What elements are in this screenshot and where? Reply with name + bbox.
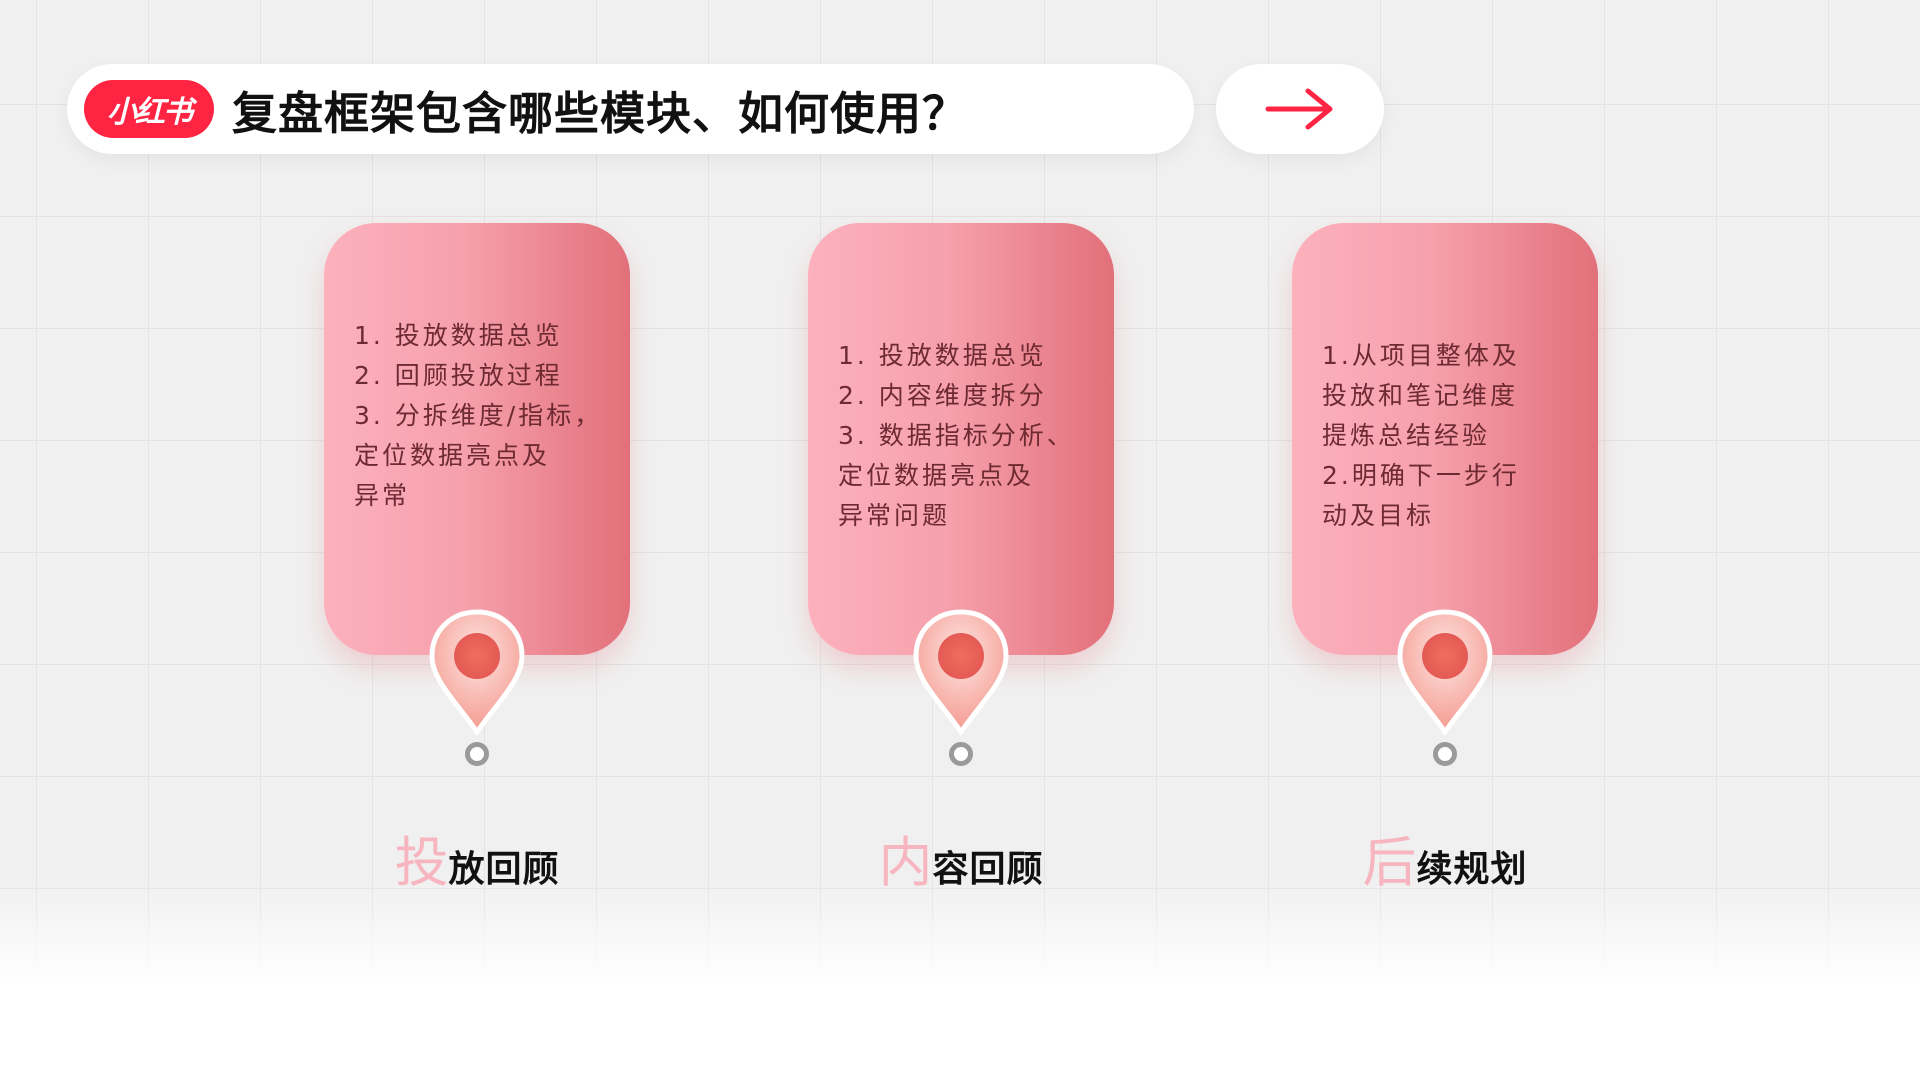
module-title-rest: 续规划 bbox=[1416, 849, 1528, 890]
module-title: 投放回顾 bbox=[324, 833, 630, 893]
card-line: 投放和笔记维度 bbox=[1322, 381, 1519, 410]
location-pin-icon bbox=[913, 609, 1009, 735]
card-line: 1. 投放数据总览 bbox=[354, 321, 563, 350]
module-title-first-char: 后 bbox=[1362, 831, 1417, 894]
module-card: 1. 投放数据总览 2. 回顾投放过程 3. 分拆维度/指标， 定位数据亮点及 … bbox=[324, 223, 630, 655]
timeline-dot bbox=[465, 742, 489, 766]
module-ad-review: 1. 投放数据总览 2. 回顾投放过程 3. 分拆维度/指标， 定位数据亮点及 … bbox=[324, 223, 630, 893]
arrow-right-icon bbox=[1265, 88, 1333, 130]
card-line: 3. 数据指标分析、 bbox=[838, 421, 1075, 450]
module-title-first-char: 投 bbox=[394, 831, 449, 894]
card-line: 异常 bbox=[354, 481, 411, 510]
card-line: 定位数据亮点及 bbox=[838, 461, 1035, 490]
module-title-first-char: 内 bbox=[878, 831, 933, 894]
location-pin-icon bbox=[1397, 609, 1493, 735]
xiaohongshu-logo: 小红书 bbox=[84, 80, 214, 138]
card-line: 2. 回顾投放过程 bbox=[354, 361, 563, 390]
title-bar: 小红书 复盘框架包含哪些模块、如何使用？ bbox=[67, 64, 1194, 154]
card-line: 2.明确下一步行 bbox=[1322, 461, 1520, 490]
card-line: 动及目标 bbox=[1322, 501, 1435, 530]
card-line: 1. 投放数据总览 bbox=[838, 341, 1047, 370]
card-line: 2. 内容维度拆分 bbox=[838, 381, 1047, 410]
page-title: 复盘框架包含哪些模块、如何使用？ bbox=[232, 86, 969, 140]
module-card: 1.从项目整体及 投放和笔记维度 提炼总结经验 2.明确下一步行 动及目标 bbox=[1292, 223, 1598, 655]
module-title-rest: 放回顾 bbox=[448, 849, 560, 890]
module-card: 1. 投放数据总览 2. 内容维度拆分 3. 数据指标分析、 定位数据亮点及 异… bbox=[808, 223, 1114, 655]
card-line: 异常问题 bbox=[838, 501, 951, 530]
module-follow-up-plan: 1.从项目整体及 投放和笔记维度 提炼总结经验 2.明确下一步行 动及目标 后续… bbox=[1292, 223, 1598, 893]
card-line: 3. 分拆维度/指标， bbox=[354, 401, 603, 430]
card-line: 1.从项目整体及 bbox=[1322, 341, 1520, 370]
timeline-dot bbox=[1433, 742, 1457, 766]
module-title: 后续规划 bbox=[1292, 833, 1598, 893]
module-content-review: 1. 投放数据总览 2. 内容维度拆分 3. 数据指标分析、 定位数据亮点及 异… bbox=[808, 223, 1114, 893]
next-button[interactable] bbox=[1216, 64, 1384, 154]
card-line: 定位数据亮点及 bbox=[354, 441, 551, 470]
location-pin-icon bbox=[429, 609, 525, 735]
module-title-rest: 容回顾 bbox=[932, 849, 1044, 890]
card-line: 提炼总结经验 bbox=[1322, 421, 1491, 450]
timeline-dot bbox=[949, 742, 973, 766]
module-title: 内容回顾 bbox=[808, 833, 1114, 893]
